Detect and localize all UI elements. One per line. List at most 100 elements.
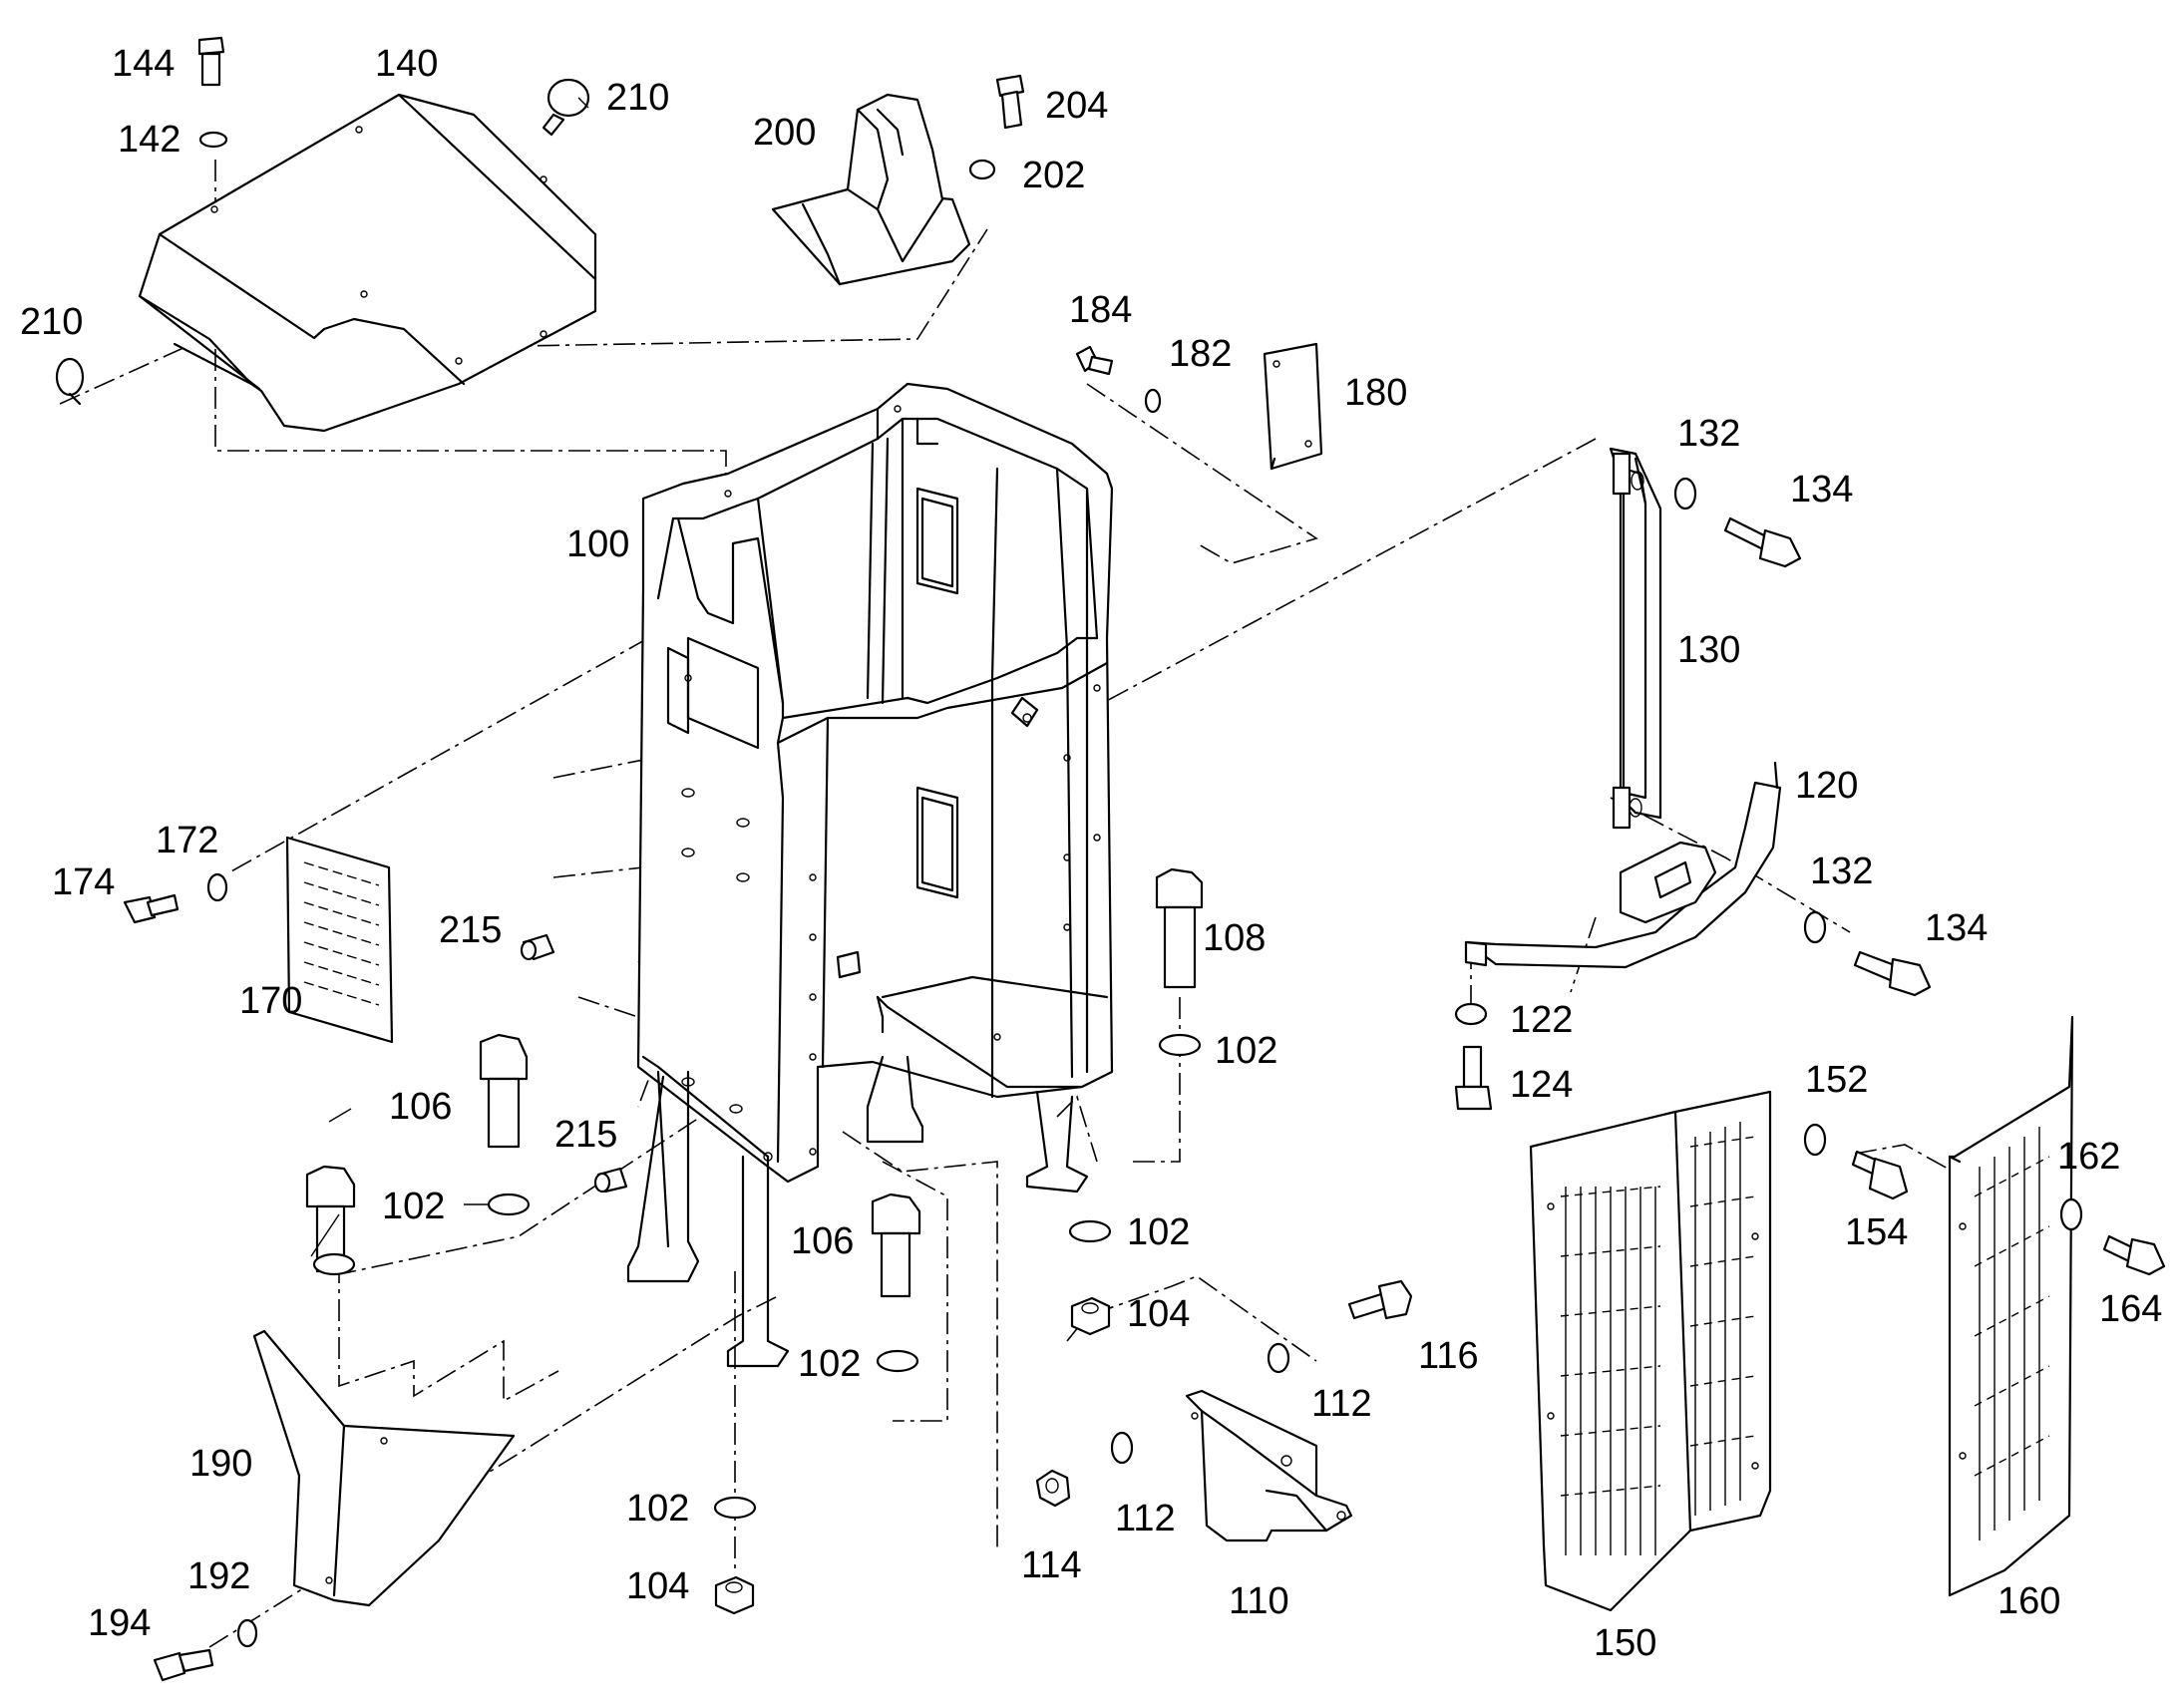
label-114: 114 bbox=[1021, 1544, 1082, 1586]
label-140: 140 bbox=[375, 43, 438, 85]
label-112b: 112 bbox=[1115, 1498, 1176, 1539]
panel-150-perforations bbox=[1560, 1122, 1756, 1555]
label-108: 108 bbox=[1203, 917, 1266, 959]
label-104b: 104 bbox=[626, 1565, 689, 1607]
label-132b: 132 bbox=[1810, 851, 1873, 892]
label-132a: 132 bbox=[1677, 413, 1740, 455]
label-102b: 102 bbox=[382, 1186, 445, 1227]
nut-104b-icon bbox=[714, 1575, 755, 1615]
washer-132a-icon bbox=[1673, 477, 1697, 511]
washer-102e-icon bbox=[876, 1349, 919, 1373]
label-130: 130 bbox=[1677, 629, 1740, 671]
bolt-174-icon bbox=[123, 893, 180, 924]
label-106b: 106 bbox=[791, 1220, 854, 1262]
washer-142-icon bbox=[198, 131, 228, 149]
bolt-106c-icon bbox=[871, 1193, 921, 1298]
label-210b: 210 bbox=[20, 301, 83, 343]
washer-112b-icon bbox=[1110, 1431, 1134, 1465]
washer-102d-icon bbox=[1068, 1219, 1112, 1243]
label-174: 174 bbox=[52, 861, 115, 903]
eyebolt-210b-icon bbox=[55, 357, 85, 406]
washer-102b-icon bbox=[487, 1193, 531, 1216]
label-200: 200 bbox=[753, 112, 816, 154]
label-184: 184 bbox=[1069, 289, 1132, 331]
bolt-106a-icon bbox=[479, 1033, 529, 1149]
label-210a: 210 bbox=[606, 77, 669, 119]
label-215b: 215 bbox=[554, 1114, 617, 1156]
washer-132b-icon bbox=[1803, 910, 1827, 944]
bolt-134a-icon bbox=[1723, 516, 1802, 568]
fasteners bbox=[55, 36, 2166, 1682]
panel-160 bbox=[1948, 1015, 2074, 1597]
label-152: 152 bbox=[1805, 1059, 1868, 1101]
chute-200 bbox=[771, 93, 971, 286]
label-215a: 215 bbox=[439, 909, 502, 951]
latch-120 bbox=[1464, 761, 1782, 969]
eyebolt-210-icon bbox=[542, 78, 590, 137]
label-194: 194 bbox=[88, 1602, 151, 1644]
washer-152-icon bbox=[1803, 1123, 1827, 1157]
bolt-116-icon bbox=[1347, 1279, 1413, 1320]
bolt-134b-icon bbox=[1853, 950, 1932, 997]
label-170: 170 bbox=[239, 980, 302, 1022]
label-102a: 102 bbox=[1215, 1030, 1277, 1072]
plug-215a-icon bbox=[520, 933, 555, 961]
label-134a: 134 bbox=[1790, 469, 1853, 511]
label-116: 116 bbox=[1418, 1335, 1479, 1377]
label-144: 144 bbox=[112, 43, 175, 85]
washer-102c-icon bbox=[312, 1252, 356, 1276]
label-142: 142 bbox=[118, 119, 181, 161]
bolt-164-icon bbox=[2102, 1234, 2166, 1276]
plate-180 bbox=[1263, 342, 1323, 471]
label-190: 190 bbox=[189, 1443, 252, 1485]
label-102e: 102 bbox=[626, 1488, 689, 1530]
label-150: 150 bbox=[1594, 1622, 1656, 1664]
washer-102f-icon bbox=[713, 1496, 757, 1520]
panel-150 bbox=[1529, 1090, 1772, 1612]
part-labels: 144 140 210 142 200 204 202 210 184 182 … bbox=[20, 43, 2162, 1664]
bolt-184-icon bbox=[1075, 345, 1114, 376]
label-172: 172 bbox=[156, 820, 218, 861]
washer-172-icon bbox=[206, 872, 228, 902]
label-154: 154 bbox=[1845, 1211, 1908, 1253]
nut-104a-icon bbox=[1070, 1296, 1111, 1336]
bolt-124-icon bbox=[1454, 1045, 1493, 1111]
nut-114-icon bbox=[1035, 1469, 1071, 1508]
washer-112a-icon bbox=[1267, 1342, 1290, 1374]
label-124: 124 bbox=[1510, 1064, 1573, 1106]
label-leaders bbox=[310, 97, 589, 1257]
deflector-190 bbox=[252, 1329, 516, 1607]
label-182: 182 bbox=[1169, 333, 1232, 375]
label-180: 180 bbox=[1344, 372, 1407, 414]
label-204: 204 bbox=[1045, 85, 1108, 127]
label-110: 110 bbox=[1229, 1580, 1289, 1622]
washer-162-icon bbox=[2059, 1197, 2083, 1231]
label-192: 192 bbox=[187, 1555, 250, 1597]
label-122: 122 bbox=[1510, 999, 1573, 1041]
label-102c: 102 bbox=[1127, 1211, 1190, 1253]
bracket-110 bbox=[1185, 1389, 1353, 1542]
label-120: 120 bbox=[1795, 765, 1858, 807]
washer-102a-icon bbox=[1158, 1033, 1202, 1057]
washer-192-icon bbox=[236, 1618, 258, 1648]
label-160: 160 bbox=[1998, 1580, 2060, 1622]
label-162: 162 bbox=[2057, 1136, 2120, 1178]
label-102d: 102 bbox=[798, 1343, 861, 1385]
label-106a: 106 bbox=[389, 1086, 452, 1128]
label-100: 100 bbox=[566, 523, 629, 565]
label-202: 202 bbox=[1022, 155, 1085, 196]
grille-170 bbox=[285, 836, 394, 1044]
top-cover-140 bbox=[138, 93, 597, 433]
label-134b: 134 bbox=[1925, 907, 1988, 949]
washer-202-icon bbox=[968, 159, 996, 180]
plug-215b-icon bbox=[593, 1167, 628, 1194]
main-frame-100 bbox=[626, 382, 1114, 1368]
label-164: 164 bbox=[2099, 1288, 2162, 1330]
bolt-154-icon bbox=[1851, 1150, 1909, 1200]
hinge-130 bbox=[1609, 447, 1662, 830]
bolt-108-icon bbox=[1155, 867, 1204, 989]
bolt-204-icon bbox=[995, 74, 1025, 130]
label-112a: 112 bbox=[1311, 1383, 1372, 1425]
washer-122-icon bbox=[1454, 1002, 1488, 1026]
